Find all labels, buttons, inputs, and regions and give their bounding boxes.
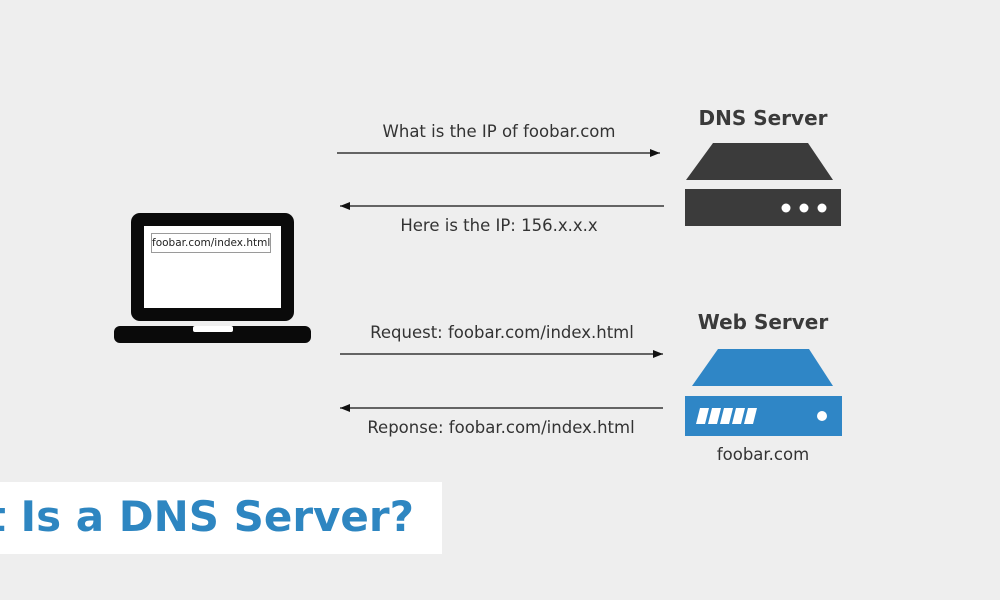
dns-request-label: What is the IP of foobar.com xyxy=(382,122,616,141)
browser-url-bar: foobar.com/index.html xyxy=(151,233,271,253)
web-response-label: Reponse: foobar.com/index.html xyxy=(367,418,635,437)
web-server-host: foobar.com xyxy=(716,445,810,464)
web-request-label: Request: foobar.com/index.html xyxy=(370,323,634,342)
title-banner: What Is a DNS Server? xyxy=(0,482,442,554)
dns-server-title: DNS Server xyxy=(698,106,828,130)
page-title: What Is a DNS Server? xyxy=(0,492,414,541)
web-server-title: Web Server xyxy=(697,310,829,334)
web-server-icon xyxy=(685,349,842,436)
dns-server-icon xyxy=(685,143,841,226)
dns-response-label: Here is the IP: 156.x.x.x xyxy=(400,216,598,235)
